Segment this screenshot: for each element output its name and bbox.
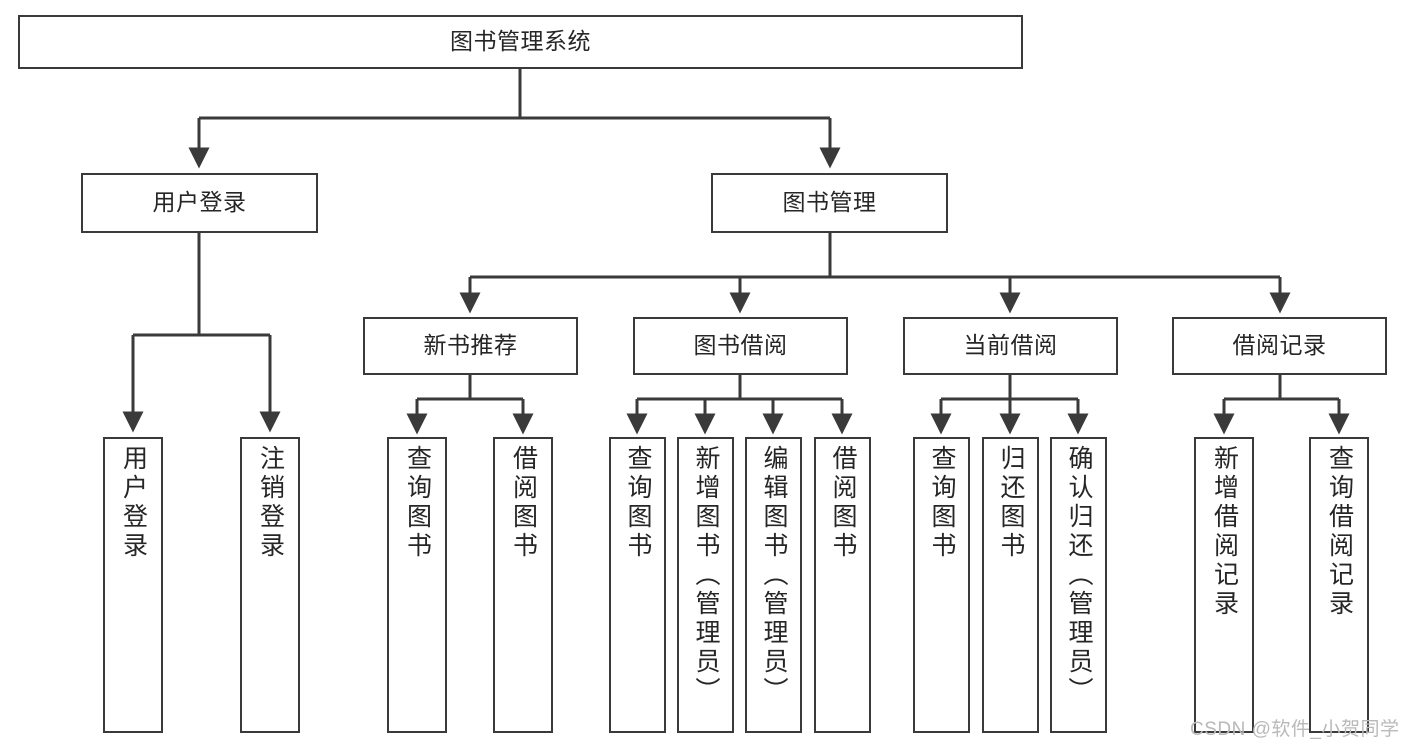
node-label: 借阅图书 xyxy=(829,445,857,561)
node-leaf-book-borrow-query[interactable]: 查询图书 xyxy=(609,437,666,733)
node-book-borrow[interactable]: 图书借阅 xyxy=(633,317,848,375)
node-leaf-new-book-query[interactable]: 查询图书 xyxy=(387,437,447,733)
node-label: 查询借阅记录 xyxy=(1325,445,1354,619)
node-leaf-book-borrow-lend[interactable]: 借阅图书 xyxy=(814,437,871,733)
node-label: 用户登录 xyxy=(152,189,247,216)
csdn-watermark: CSDN @软件_小贺同学 xyxy=(1190,719,1400,740)
node-root-book-management-system[interactable]: 图书管理系统 xyxy=(18,15,1023,69)
node-label: 查询图书 xyxy=(928,445,956,561)
node-leaf-current-borrow-query[interactable]: 查询图书 xyxy=(913,437,970,733)
node-label: 确认归还（管理员） xyxy=(1065,445,1093,706)
node-label: 图书借阅 xyxy=(693,332,788,359)
node-leaf-borrow-record-add[interactable]: 新增借阅记录 xyxy=(1194,437,1254,733)
node-leaf-borrow-record-query[interactable]: 查询借阅记录 xyxy=(1309,437,1369,733)
node-leaf-user-login-logout[interactable]: 注销登录 xyxy=(240,437,300,733)
node-leaf-new-book-borrow[interactable]: 借阅图书 xyxy=(493,437,553,733)
node-label: 图书管理系统 xyxy=(450,28,591,55)
node-label: 新增图书（管理员） xyxy=(692,445,720,706)
node-borrow-record[interactable]: 借阅记录 xyxy=(1172,317,1387,375)
node-label: 当前借阅 xyxy=(963,332,1058,359)
node-user-login[interactable]: 用户登录 xyxy=(81,173,318,233)
node-book-management[interactable]: 图书管理 xyxy=(711,173,948,233)
node-leaf-current-borrow-confirm[interactable]: 确认归还（管理员） xyxy=(1050,437,1107,733)
node-label: 新增借阅记录 xyxy=(1210,445,1239,619)
node-current-borrow[interactable]: 当前借阅 xyxy=(903,317,1118,375)
node-leaf-book-borrow-add[interactable]: 新增图书（管理员） xyxy=(677,437,734,733)
node-label: 借阅图书 xyxy=(509,445,538,561)
node-label: 用户登录 xyxy=(119,445,148,561)
node-label: 编辑图书（管理员） xyxy=(760,445,788,706)
node-label: 图书管理 xyxy=(782,189,877,216)
node-label: 注销登录 xyxy=(256,445,285,561)
node-new-book-recommend[interactable]: 新书推荐 xyxy=(363,317,578,375)
node-label: 归还图书 xyxy=(997,445,1025,561)
node-leaf-current-borrow-return[interactable]: 归还图书 xyxy=(982,437,1039,733)
node-label: 新书推荐 xyxy=(423,332,518,359)
node-label: 借阅记录 xyxy=(1232,332,1327,359)
node-leaf-user-login-signin[interactable]: 用户登录 xyxy=(103,437,163,733)
node-label: 查询图书 xyxy=(624,445,652,561)
node-label: 查询图书 xyxy=(403,445,432,561)
node-leaf-book-borrow-edit[interactable]: 编辑图书（管理员） xyxy=(745,437,802,733)
